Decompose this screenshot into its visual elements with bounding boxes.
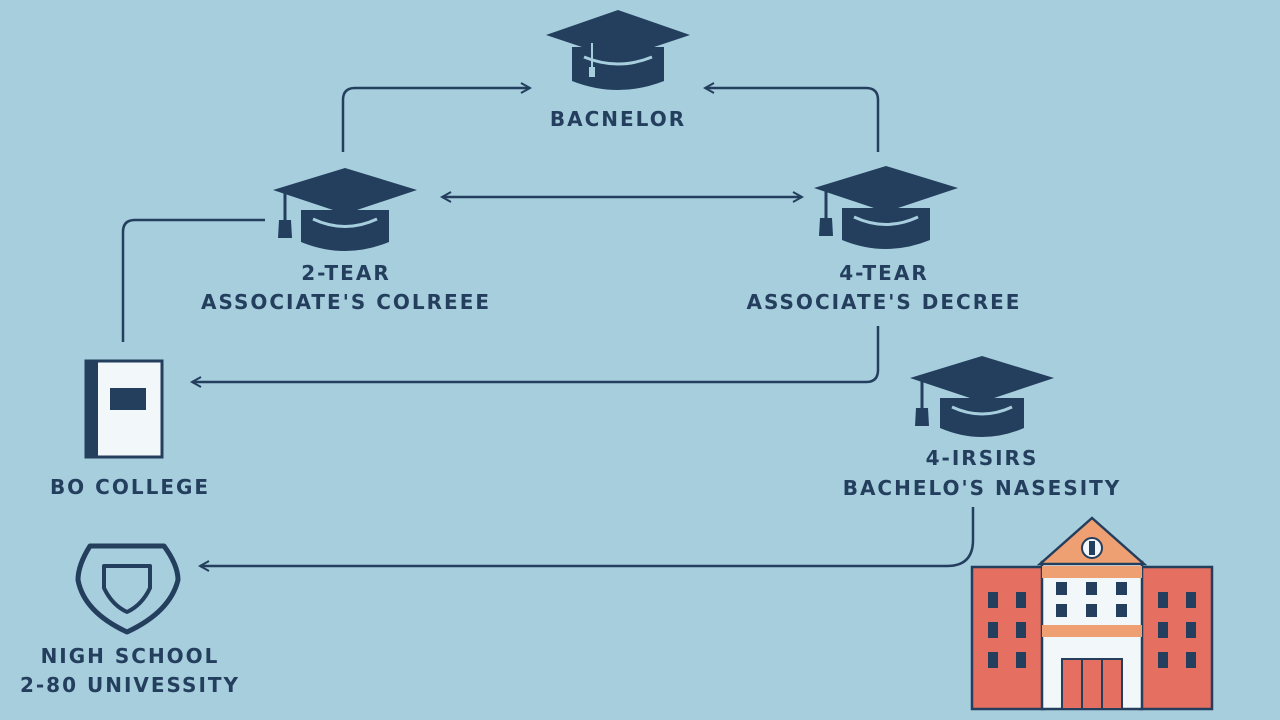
two-year-label: 2-TEAR bbox=[301, 261, 391, 285]
high-school-label: NIGH SCHOOL bbox=[40, 644, 220, 668]
bachelor-label: BACNELOR bbox=[549, 107, 687, 131]
university-label: 2-80 UNIVESSITY bbox=[19, 673, 241, 697]
arrow-no-college-to-two-year bbox=[121, 218, 265, 342]
four-years-label: 4-IRSIRS bbox=[925, 446, 1039, 470]
university-building-icon bbox=[970, 516, 1214, 711]
arrow-four-year-to-no-college bbox=[192, 326, 880, 382]
arrow-four-year-to-bachelor bbox=[705, 88, 880, 152]
book-icon bbox=[84, 359, 164, 459]
no-college-label: BO COLLEGE bbox=[49, 475, 211, 499]
graduation-cap-icon bbox=[910, 356, 1054, 437]
graduation-cap-icon bbox=[546, 10, 690, 90]
arrow-two-year-to-bachelor bbox=[341, 88, 530, 152]
two-year-degree-label: ASSOCIATE'S COLREEE bbox=[200, 290, 492, 314]
four-year-label: 4-TEAR bbox=[839, 261, 929, 285]
graduation-cap-icon bbox=[273, 168, 417, 251]
bachelors-degree-label: BACHELO'S NASESITY bbox=[842, 476, 1122, 500]
shield-icon bbox=[75, 543, 181, 635]
graduation-cap-icon bbox=[814, 166, 958, 249]
four-year-degree-label: ASSOCIATE'S DECREE bbox=[746, 290, 1022, 314]
arrow-bachelor-to-high-school bbox=[200, 507, 975, 566]
